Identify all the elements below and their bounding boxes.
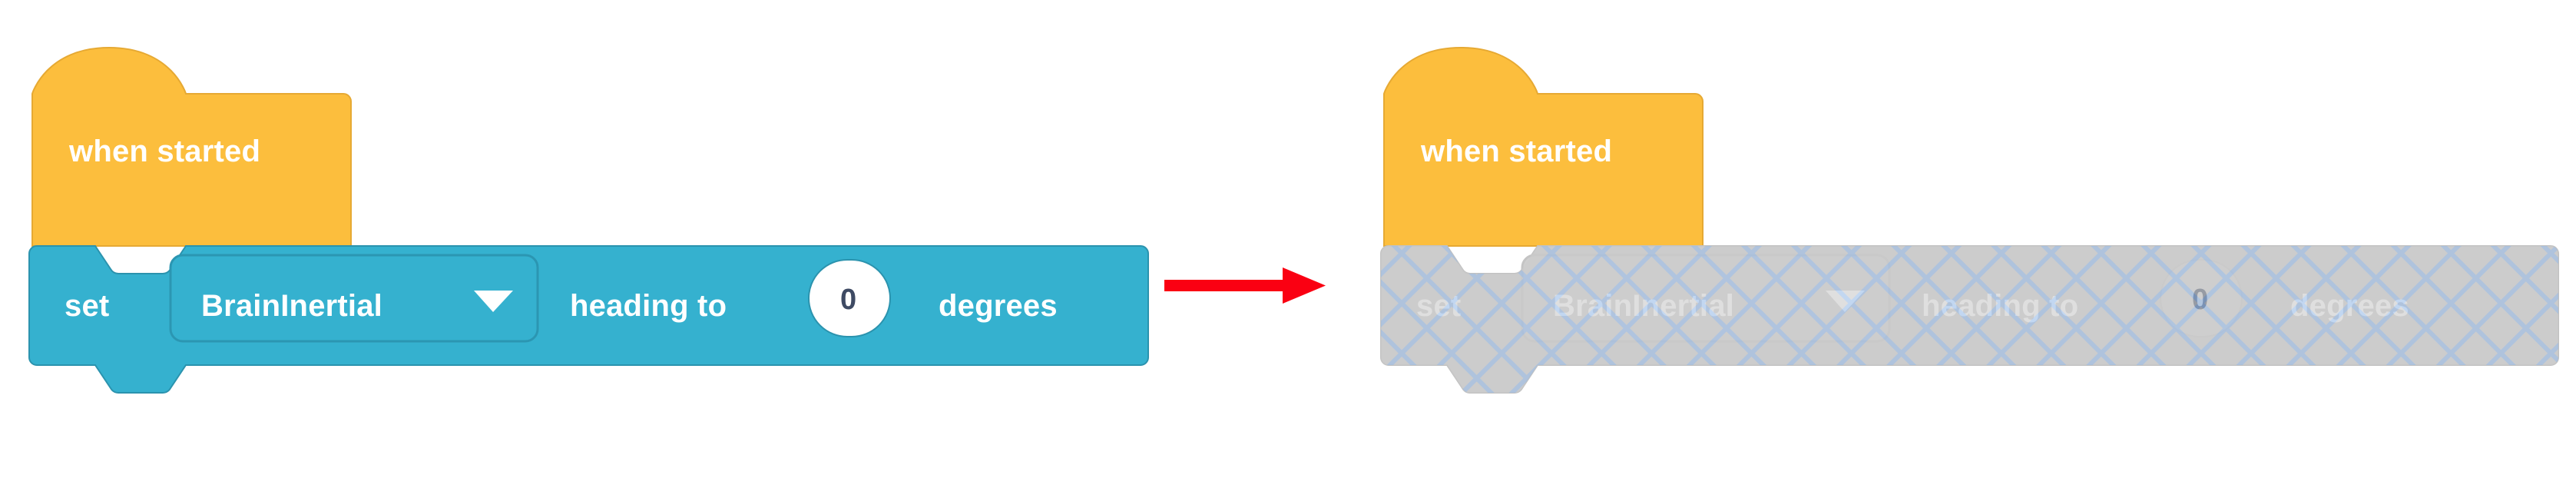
left-set-prefix-label: set [65, 289, 110, 323]
heading-value-input-shape[interactable] [808, 259, 891, 337]
left-block-stack[interactable]: when started set BrainInertial heading t… [0, 0, 1167, 430]
comparison-arrow [1164, 265, 1329, 308]
left-hat-label: when started [69, 135, 261, 168]
right-block-stack[interactable]: when started set BrainInertial heading t… [1352, 0, 2576, 430]
chevron-down-icon[interactable] [474, 291, 513, 312]
right-hat-label: when started [1421, 135, 1613, 168]
right-stack-shapes [1380, 46, 2559, 394]
right-middle-label: heading to [1922, 289, 2079, 323]
arrow-right-icon [1164, 267, 1326, 304]
right-set-prefix-label: set [1416, 289, 1462, 323]
left-middle-label: heading to [570, 289, 727, 323]
left-heading-value[interactable]: 0 [840, 284, 857, 316]
when-started-hat-shape[interactable] [31, 46, 352, 247]
right-suffix-label: degrees [2290, 289, 2409, 323]
when-started-hat-shape-right[interactable] [1383, 46, 1704, 247]
dropdown-field-shape[interactable] [169, 254, 539, 343]
left-dropdown-value[interactable]: BrainInertial [201, 289, 382, 323]
right-heading-value[interactable]: 0 [2192, 284, 2209, 316]
right-dropdown-value[interactable]: BrainInertial [1553, 289, 1734, 323]
left-stack-shapes [28, 46, 1149, 394]
left-suffix-label: degrees [939, 289, 1058, 323]
